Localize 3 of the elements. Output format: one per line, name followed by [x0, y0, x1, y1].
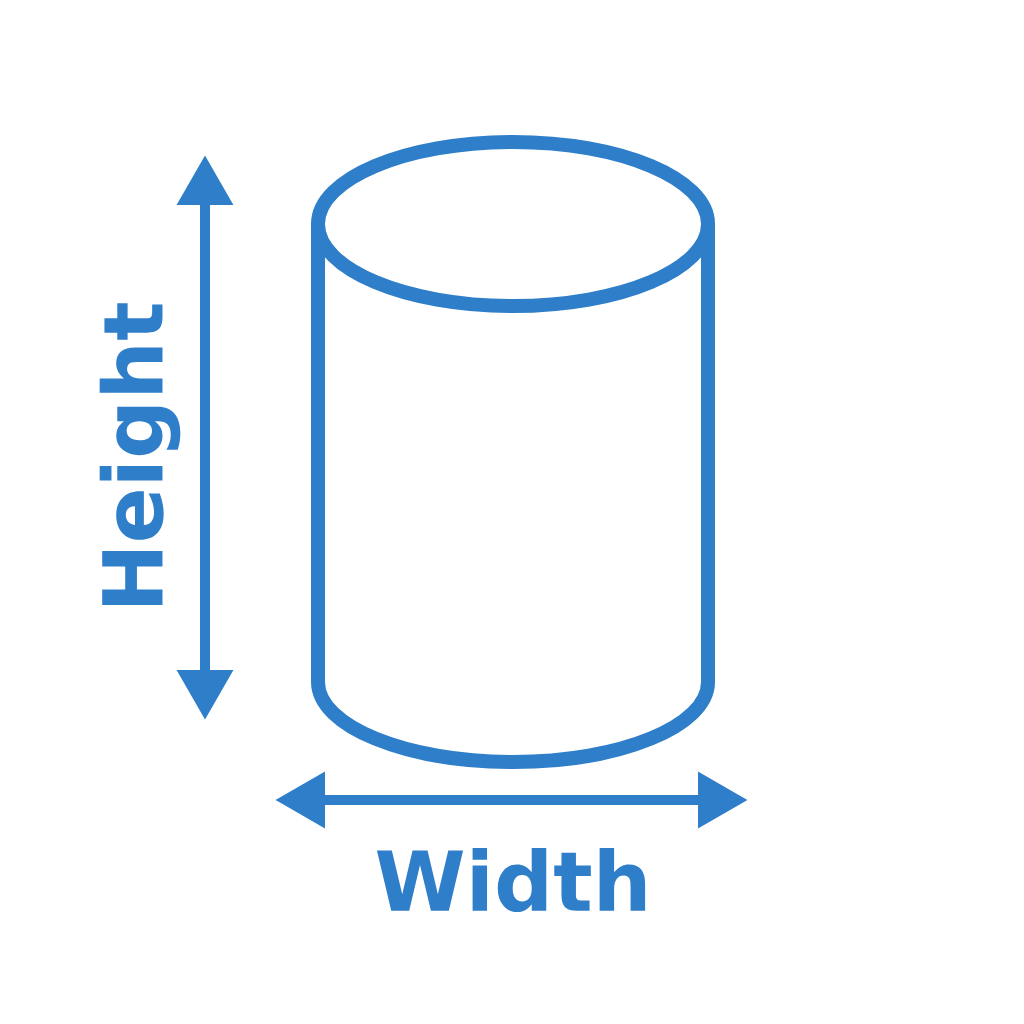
dimension-label: Height: [99, 303, 181, 605]
dimension-label: Width: [376, 848, 646, 912]
cylinder-drawing: [311, 135, 715, 769]
